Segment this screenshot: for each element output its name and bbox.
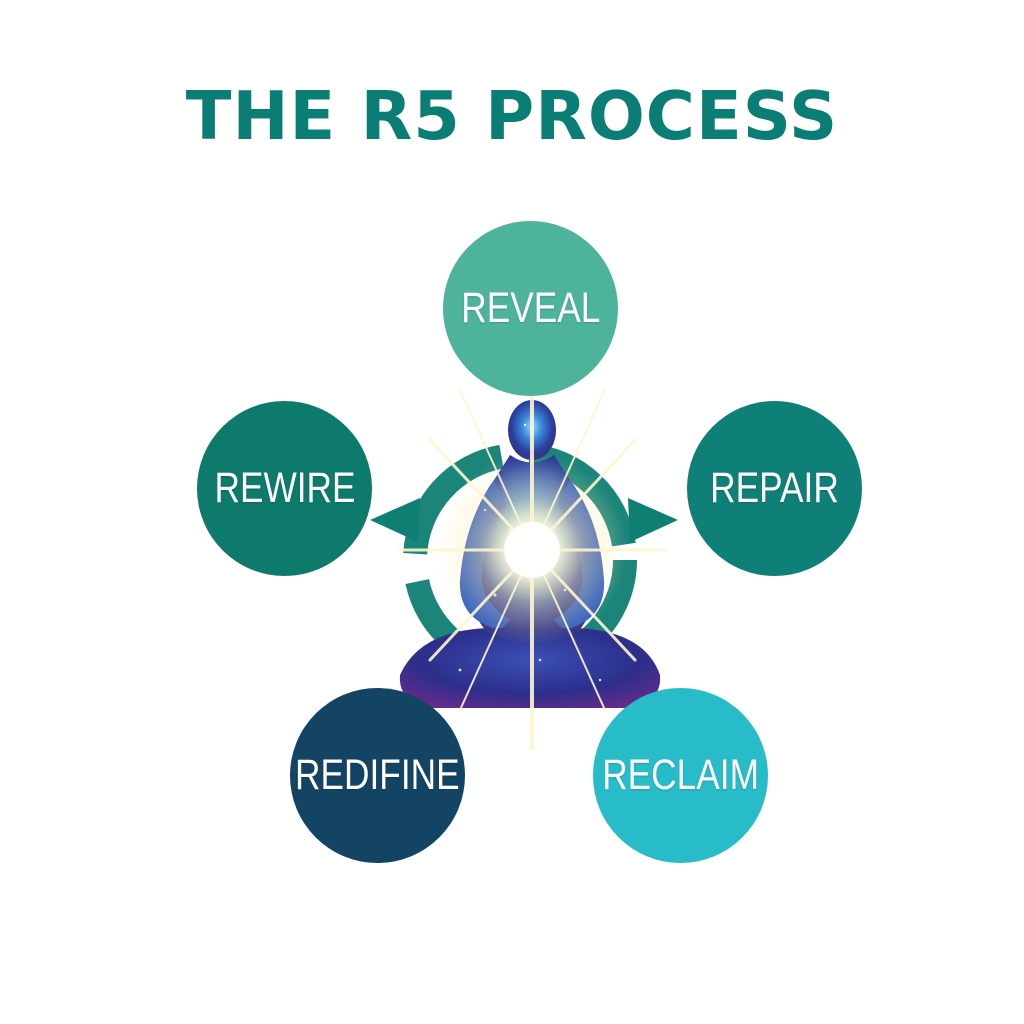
diagram-title: THE R5 PROCESS bbox=[185, 77, 839, 155]
step-reclaim: RECLAIM bbox=[593, 688, 768, 863]
step-label: REVEAL bbox=[460, 284, 601, 332]
light-burst-icon bbox=[398, 348, 667, 750]
step-redifine: REDIFINE bbox=[290, 688, 465, 863]
step-reveal: REVEAL bbox=[443, 221, 618, 396]
step-label: REWIRE bbox=[213, 464, 356, 512]
step-repair: REPAIR bbox=[687, 401, 862, 576]
step-label: REPAIR bbox=[710, 464, 839, 512]
step-label: RECLAIM bbox=[602, 751, 759, 799]
step-rewire: REWIRE bbox=[197, 401, 372, 576]
center-illustration bbox=[370, 348, 678, 750]
step-label: REDIFINE bbox=[295, 751, 460, 799]
